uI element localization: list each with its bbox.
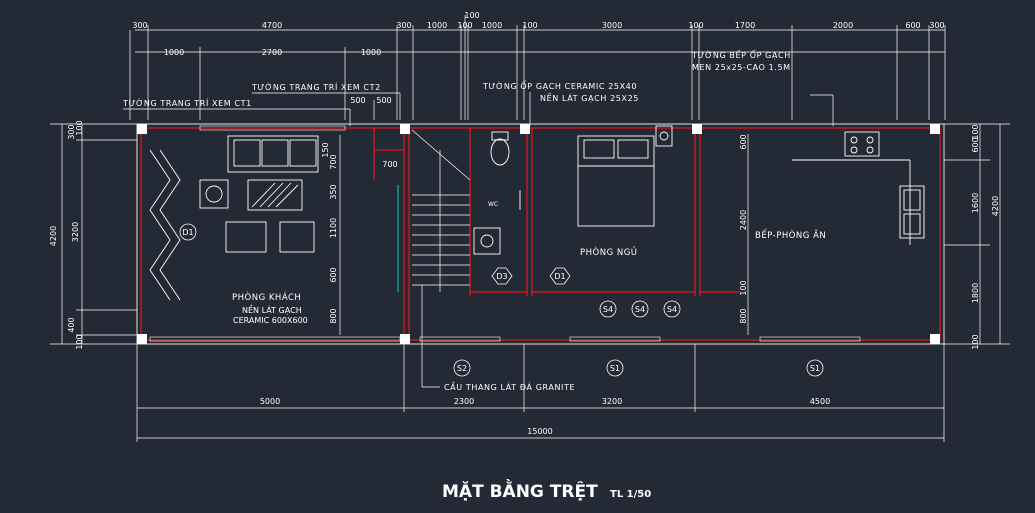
stair-dimensions: 150 700 350 1100 600 800: [321, 135, 341, 335]
dim-100-c: 100: [688, 21, 703, 30]
title-main: MẶT BẰNG TRỆT: [442, 478, 598, 502]
structural-columns: [137, 124, 940, 344]
dim-3000: 3000: [602, 21, 622, 30]
dim-1700: 1700: [735, 21, 755, 30]
opening-tags: D1 D3 D1 S4 S4 S4 S2 S1 S1: [179, 223, 824, 377]
dim-bottom-15000: 15000: [527, 427, 552, 436]
room-kitchen: BẾP-PHÒNG ĂN: [755, 229, 826, 241]
kitchen-fixtures: [792, 131, 925, 245]
label-kitchen-wall-2: MEN 25x25-CAO 1.5M: [692, 63, 791, 72]
dim-bottom-3200: 3200: [602, 397, 622, 406]
dim-500-b: 500: [376, 96, 391, 105]
room-labels: PHÒNG KHÁCH NỀN LÁT GẠCH CERAMIC 600X600…: [232, 229, 826, 325]
dim-right-600: 600: [971, 137, 980, 152]
svg-text:700: 700: [329, 154, 338, 169]
bedroom-furniture: [577, 125, 673, 227]
svg-text:350: 350: [329, 184, 338, 199]
tag-d3: D3: [496, 272, 507, 281]
staircase: [397, 129, 471, 292]
label-ct2: TƯỜNG TRANG TRÍ XEM CT2: [251, 81, 381, 92]
bedroom-dimensions: 600 2400 100 800: [739, 134, 749, 335]
dim-100-a: 100: [457, 21, 472, 30]
svg-text:150: 150: [321, 142, 330, 157]
label-stair: CẦU THANG LÁT ĐÁ GRANITE: [444, 380, 575, 392]
dim-bottom-4500: 4500: [810, 397, 830, 406]
dim-left-300: 300: [67, 124, 76, 139]
room-living-floor-1: NỀN LÁT GẠCH: [242, 303, 302, 316]
dim-100-top: 100: [464, 11, 479, 20]
dim-500-a: 500: [350, 96, 365, 105]
dim-left-4200: 4200: [49, 226, 58, 246]
dim-bottom-5000: 5000: [260, 397, 280, 406]
dim-right-100-b: 100: [971, 334, 980, 349]
svg-text:600: 600: [329, 267, 338, 282]
top-dimension-texts: 300 4700 300 1000 100 1000 100 3000 100 …: [132, 11, 944, 169]
dim-1000-b: 1000: [482, 21, 502, 30]
label-ceramic-wall: TƯỜNG ỐP GẠCH CERAMIC 25X40: [482, 79, 637, 92]
dim-4700: 4700: [262, 21, 282, 30]
dim-left-100-a: 100: [75, 120, 84, 135]
tag-s2: S2: [457, 364, 467, 373]
dim-2000: 2000: [833, 21, 853, 30]
room-living-floor-2: CERAMIC 600X600: [233, 316, 308, 325]
dim-700: 700: [382, 160, 397, 169]
wc-label: WC: [488, 201, 498, 208]
svg-text:2400: 2400: [739, 210, 748, 230]
dim-2700: 2700: [262, 48, 282, 57]
room-living: PHÒNG KHÁCH: [232, 291, 301, 303]
tag-s1-b: S1: [810, 364, 820, 373]
tag-d1-bedroom: D1: [554, 272, 565, 281]
title-scale: TL 1/50: [610, 489, 651, 500]
dim-300-left: 300: [132, 21, 147, 30]
svg-text:100: 100: [739, 280, 748, 295]
tag-s4-a: S4: [603, 305, 613, 314]
dim-left-100-b: 100: [75, 334, 84, 349]
dim-1000-d: 1000: [361, 48, 381, 57]
right-dimensions: 100 600 1600 1800 100 4200: [944, 123, 1010, 350]
tag-s4-b: S4: [635, 305, 645, 314]
dim-300-right: 300: [929, 21, 944, 30]
windows: [149, 125, 861, 342]
dim-1000-c: 1000: [164, 48, 184, 57]
dim-right-100-a: 100: [971, 124, 980, 139]
walls: [136, 123, 945, 345]
dim-bottom-2300: 2300: [454, 397, 474, 406]
svg-text:800: 800: [329, 308, 338, 323]
living-room-furniture: [149, 135, 319, 301]
svg-text:1100: 1100: [329, 218, 338, 238]
tag-d1-living: D1: [182, 228, 193, 237]
label-floor-tile: NỀN LÁT GẠCH 25X25: [540, 91, 639, 104]
label-ct1: TƯỜNG TRANG TRÍ XEM CT1: [122, 97, 252, 108]
annotations: TƯỜNG TRANG TRÍ XEM CT2 TƯỜNG TRANG TRÍ …: [122, 48, 834, 392]
svg-text:800: 800: [739, 308, 748, 323]
room-bedroom: PHÒNG NGỦ: [580, 246, 638, 258]
bottom-dimensions: 5000 2300 3200 4500 15000: [136, 344, 945, 442]
top-dimensions: [129, 15, 946, 120]
wc-fixtures: WC: [473, 131, 521, 255]
dim-right-4200: 4200: [991, 196, 1000, 216]
dim-right-1800: 1800: [971, 283, 980, 303]
dim-1000-a: 1000: [427, 21, 447, 30]
tag-s1-a: S1: [610, 364, 620, 373]
drawing-title: MẶT BẰNG TRỆT TL 1/50: [442, 478, 651, 502]
dim-right-1600: 1600: [971, 193, 980, 213]
tag-s4-c: S4: [667, 305, 677, 314]
dim-300-mid: 300: [396, 21, 411, 30]
label-kitchen-wall-1: TƯỜNG BẾP ỐP GẠCH: [691, 48, 791, 61]
dim-600: 600: [905, 21, 920, 30]
dim-left-400: 400: [67, 317, 76, 332]
dim-100-b: 100: [522, 21, 537, 30]
svg-text:600: 600: [739, 134, 748, 149]
left-dimensions: 4200 300 3200 400 100 100: [49, 120, 137, 350]
dim-left-3200: 3200: [71, 222, 80, 242]
